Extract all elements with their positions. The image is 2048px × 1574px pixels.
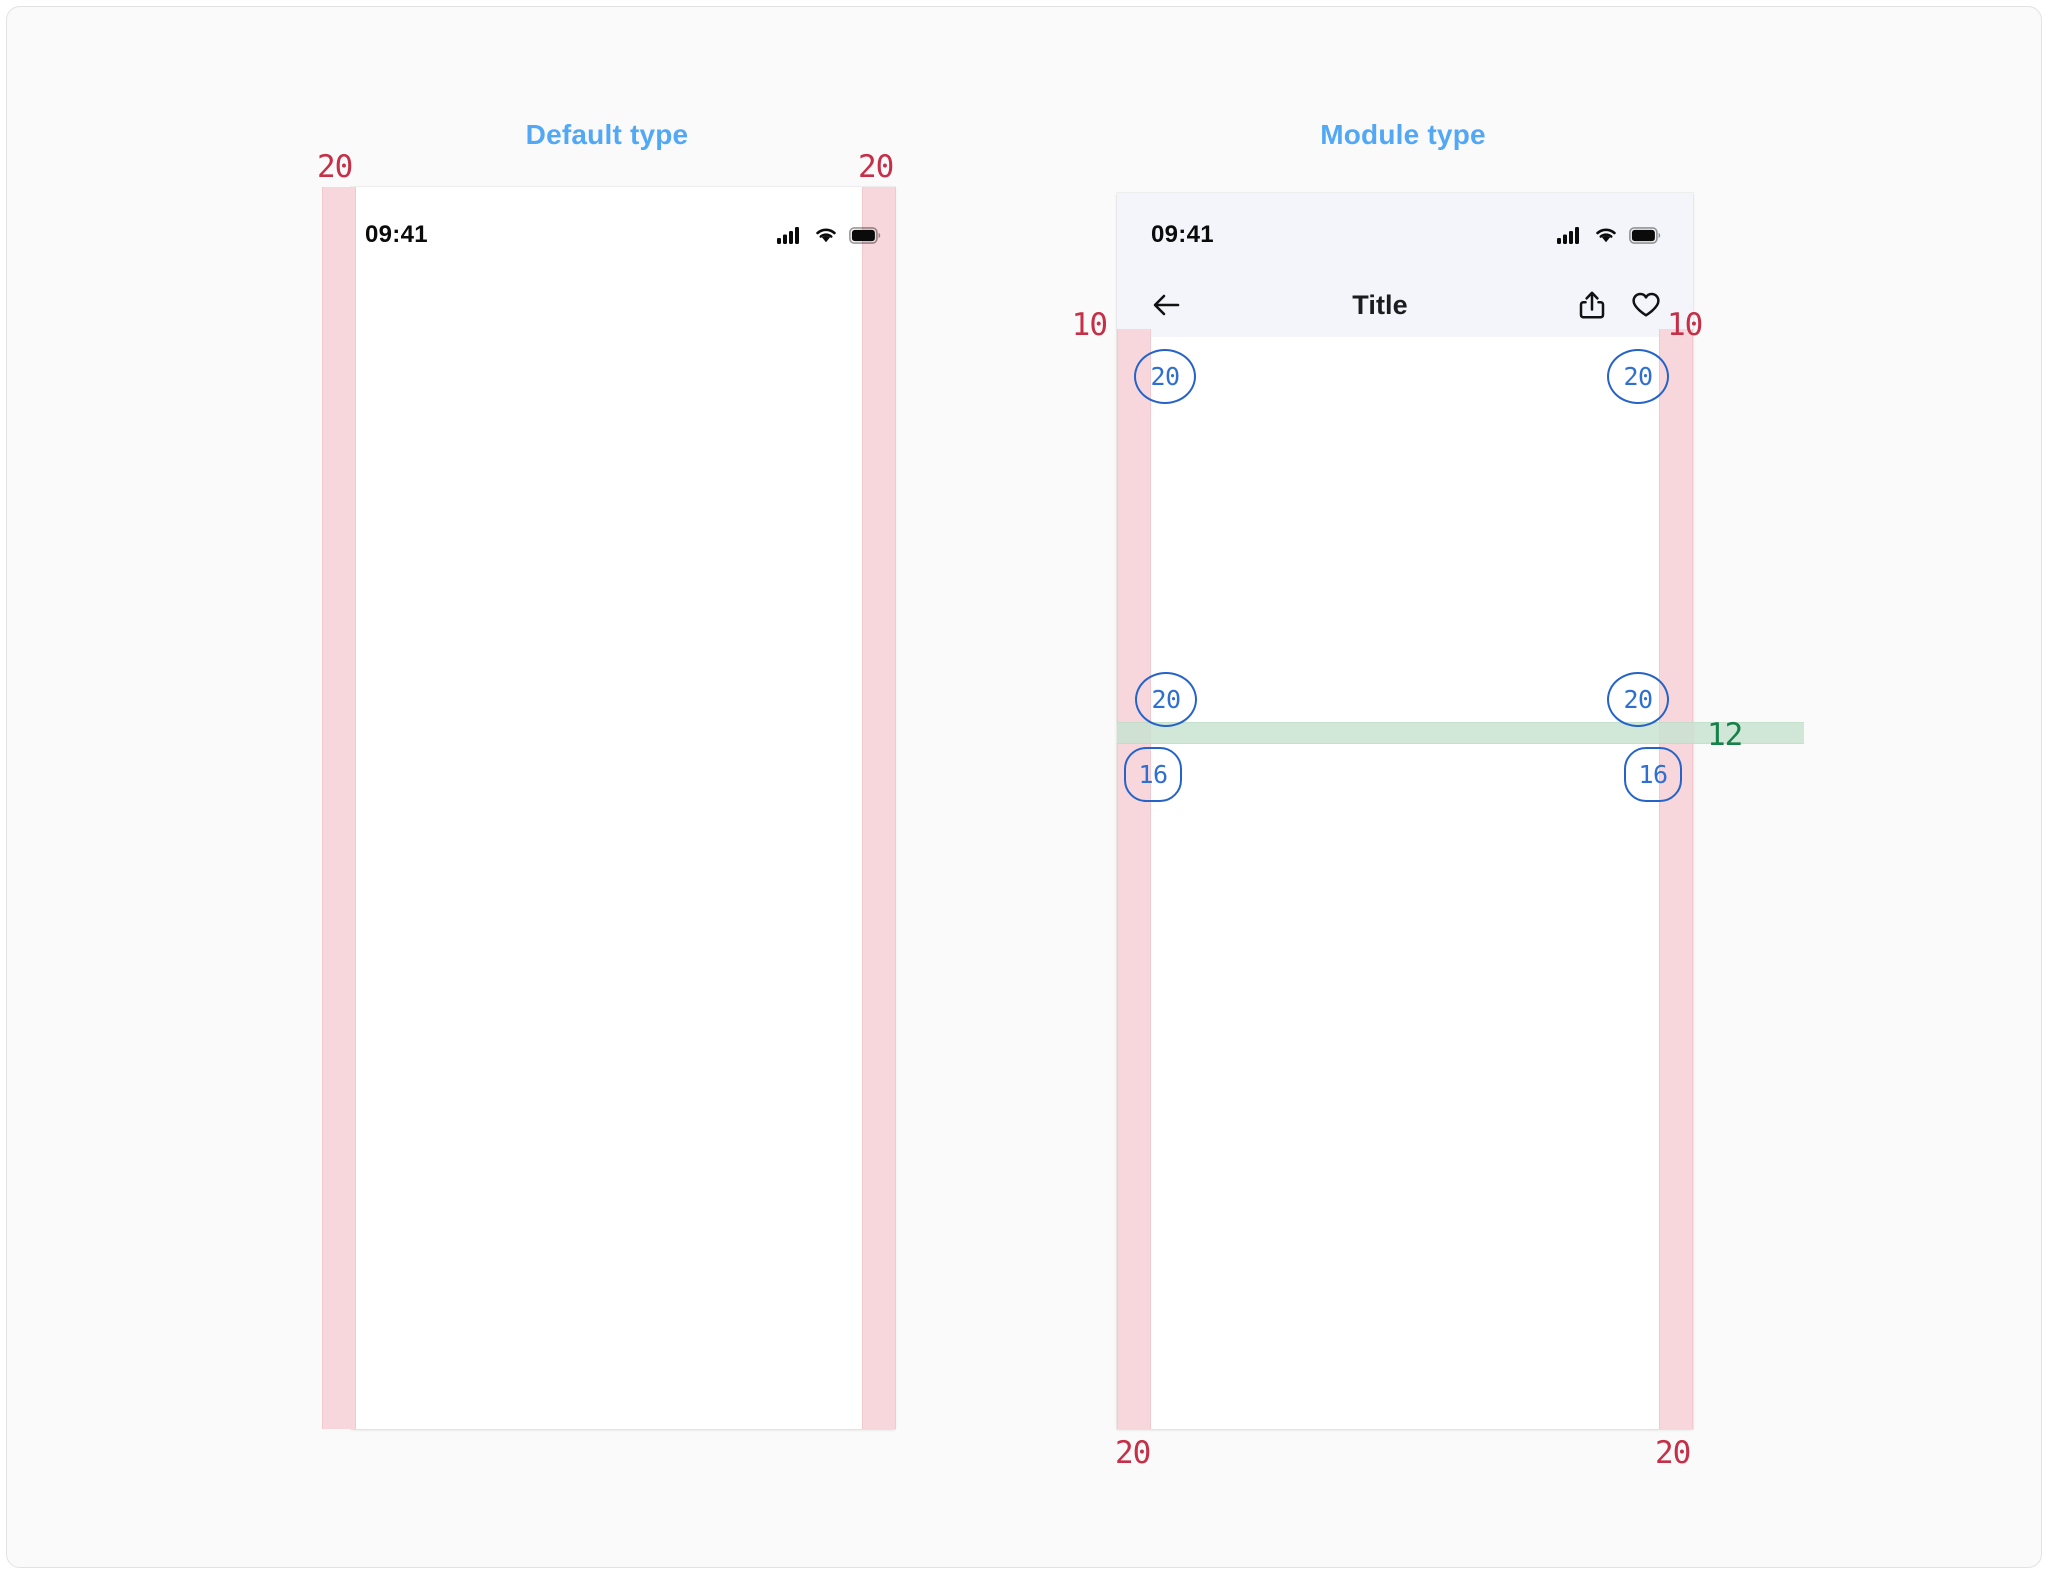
padding-badge-module1-bottom-left: 20: [1135, 672, 1197, 727]
padding-badge-module1-top-left: 20: [1134, 349, 1196, 404]
back-button[interactable]: [1151, 291, 1181, 319]
status-bar-icons: [777, 226, 881, 244]
gutter-band-left-module: [1117, 329, 1151, 1429]
gutter-band-left-default: [322, 187, 356, 1429]
padding-badge-module2-top-right: 16: [1624, 747, 1682, 802]
arrow-left-icon: [1153, 294, 1180, 316]
nav-bar-module: Title: [1151, 279, 1661, 331]
status-bar-time: 09:41: [365, 221, 428, 248]
padding-badge-module1-bottom-right: 20: [1607, 672, 1669, 727]
padding-badge-module1-top-right: 20: [1607, 349, 1669, 404]
nav-title: Title: [1352, 289, 1408, 320]
favorite-button[interactable]: [1631, 291, 1661, 319]
share-button[interactable]: [1579, 290, 1605, 320]
status-bar-icons: [1557, 226, 1661, 244]
measure-label-default-top-left: 20: [317, 149, 353, 185]
share-icon: [1579, 291, 1605, 319]
cellular-signal-icon: [1557, 227, 1579, 244]
wifi-icon: [1596, 228, 1616, 243]
phone-frame-default: [351, 187, 895, 1429]
panel-caption-default: Default type: [525, 119, 689, 150]
measure-label-module-bottom-left: 20: [1115, 1435, 1151, 1471]
status-bar-time: 09:41: [1151, 221, 1214, 248]
measure-label-module-bottom-right: 20: [1655, 1435, 1691, 1471]
gutter-band-right-module: [1659, 329, 1693, 1429]
status-bar-module: 09:41: [1151, 213, 1661, 257]
design-spec-canvas: Default type 20 20 09:41: [6, 6, 2042, 1568]
status-bar-default: 09:41: [365, 213, 881, 257]
battery-icon: [1629, 226, 1661, 244]
measure-label-module-header-right: 10: [1667, 307, 1703, 343]
measure-label-module-spacing: 12: [1707, 717, 1743, 753]
heart-icon: [1632, 292, 1660, 317]
phone-frame-module: [1117, 193, 1693, 1429]
measure-label-module-header-left: 10: [1071, 307, 1108, 343]
measure-label-default-top-right: 20: [858, 149, 894, 185]
padding-badge-module2-top-left: 16: [1124, 747, 1182, 802]
battery-icon: [849, 226, 881, 244]
wifi-icon: [816, 228, 836, 243]
cellular-signal-icon: [777, 227, 799, 244]
module-spacing-band: [1117, 722, 1804, 744]
module-header-area: [1117, 193, 1693, 337]
panel-caption-module: Module type: [1320, 119, 1486, 150]
nav-actions: [1579, 290, 1661, 320]
gutter-band-right-default: [862, 187, 896, 1429]
